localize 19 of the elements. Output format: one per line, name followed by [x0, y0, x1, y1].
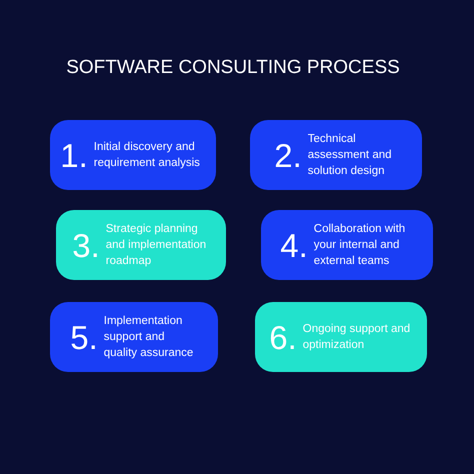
step-description: Initial discovery and requirement analysis [94, 140, 201, 171]
step-number: 3. [72, 228, 100, 262]
step-card [250, 120, 422, 190]
step-description: Technical assessment and solution design [308, 132, 393, 179]
step-card [255, 302, 427, 372]
title: SOFTWARE CONSULTING PROCESS [65, 57, 401, 79]
step-card [50, 302, 218, 372]
step-description: Ongoing support and optimization [302, 322, 412, 353]
step-number: 2. [274, 138, 302, 172]
step-description: Implementation support and quality assurance [104, 314, 194, 361]
step-description: Collaboration with your internal and external teams [314, 222, 406, 269]
step-number: 5. [70, 320, 98, 354]
step-number: 4. [280, 228, 308, 262]
step-card [261, 210, 433, 280]
step-description: Strategic planning and implementation roadmap [106, 222, 208, 269]
step-card [50, 120, 216, 190]
step-number: 1. [60, 138, 88, 172]
step-card [56, 210, 226, 280]
step-number: 6. [269, 320, 297, 354]
